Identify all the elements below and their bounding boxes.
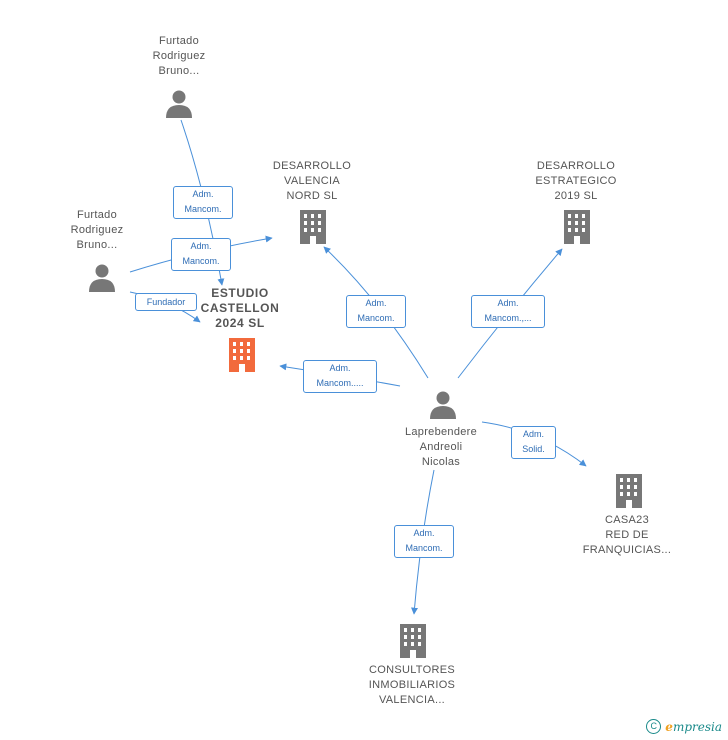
edge-label-adm-mancom: Adm. Mancom. — [171, 238, 231, 271]
building-icon — [300, 210, 326, 244]
edge-label-adm-mancom: Adm. Mancom..... — [303, 360, 377, 393]
node-label-desarrollo-estrategico[interactable]: DESARROLLO ESTRATEGICO 2019 SL — [535, 160, 617, 202]
node-label-estudio-castellon[interactable]: ESTUDIO CASTELLON 2024 SL — [200, 286, 280, 330]
brand-logo: empresia — [665, 719, 722, 734]
node-label-furtado-left[interactable]: Furtado Rodriguez Bruno... — [70, 209, 124, 251]
building-icon-main — [229, 338, 255, 372]
edge-label-adm-mancom: Adm. Mancom.,... — [471, 295, 545, 328]
edge-label-adm-mancom: Adm. Mancom. — [346, 295, 406, 328]
building-icon — [616, 474, 642, 508]
person-icon — [166, 90, 192, 118]
person-icon — [89, 264, 115, 292]
edge-label-adm-mancom: Adm. Mancom. — [394, 525, 454, 558]
edge-label-fundador: Fundador — [135, 293, 197, 311]
node-label-furtado-top[interactable]: Furtado Rodriguez Bruno... — [152, 35, 206, 77]
person-icon — [430, 391, 456, 419]
building-icon — [400, 624, 426, 658]
empresia-watermark: C empresia — [646, 719, 722, 734]
node-label-consultores[interactable]: CONSULTORES INMOBILIARIOS VALENCIA... — [368, 664, 456, 706]
building-icon — [564, 210, 590, 244]
edge-label-adm-mancom: Adm. Mancom. — [173, 186, 233, 219]
node-label-desarrollo-valencia[interactable]: DESARROLLO VALENCIA NORD SL — [272, 160, 352, 202]
node-label-casa23[interactable]: CASA23 RED DE FRANQUICIAS... — [582, 514, 672, 556]
edge-label-adm-solid: Adm. Solid. — [511, 426, 556, 459]
node-label-laprebendere[interactable]: Laprebendere Andreoli Nicolas — [404, 426, 478, 468]
copyright-icon: C — [646, 719, 662, 734]
